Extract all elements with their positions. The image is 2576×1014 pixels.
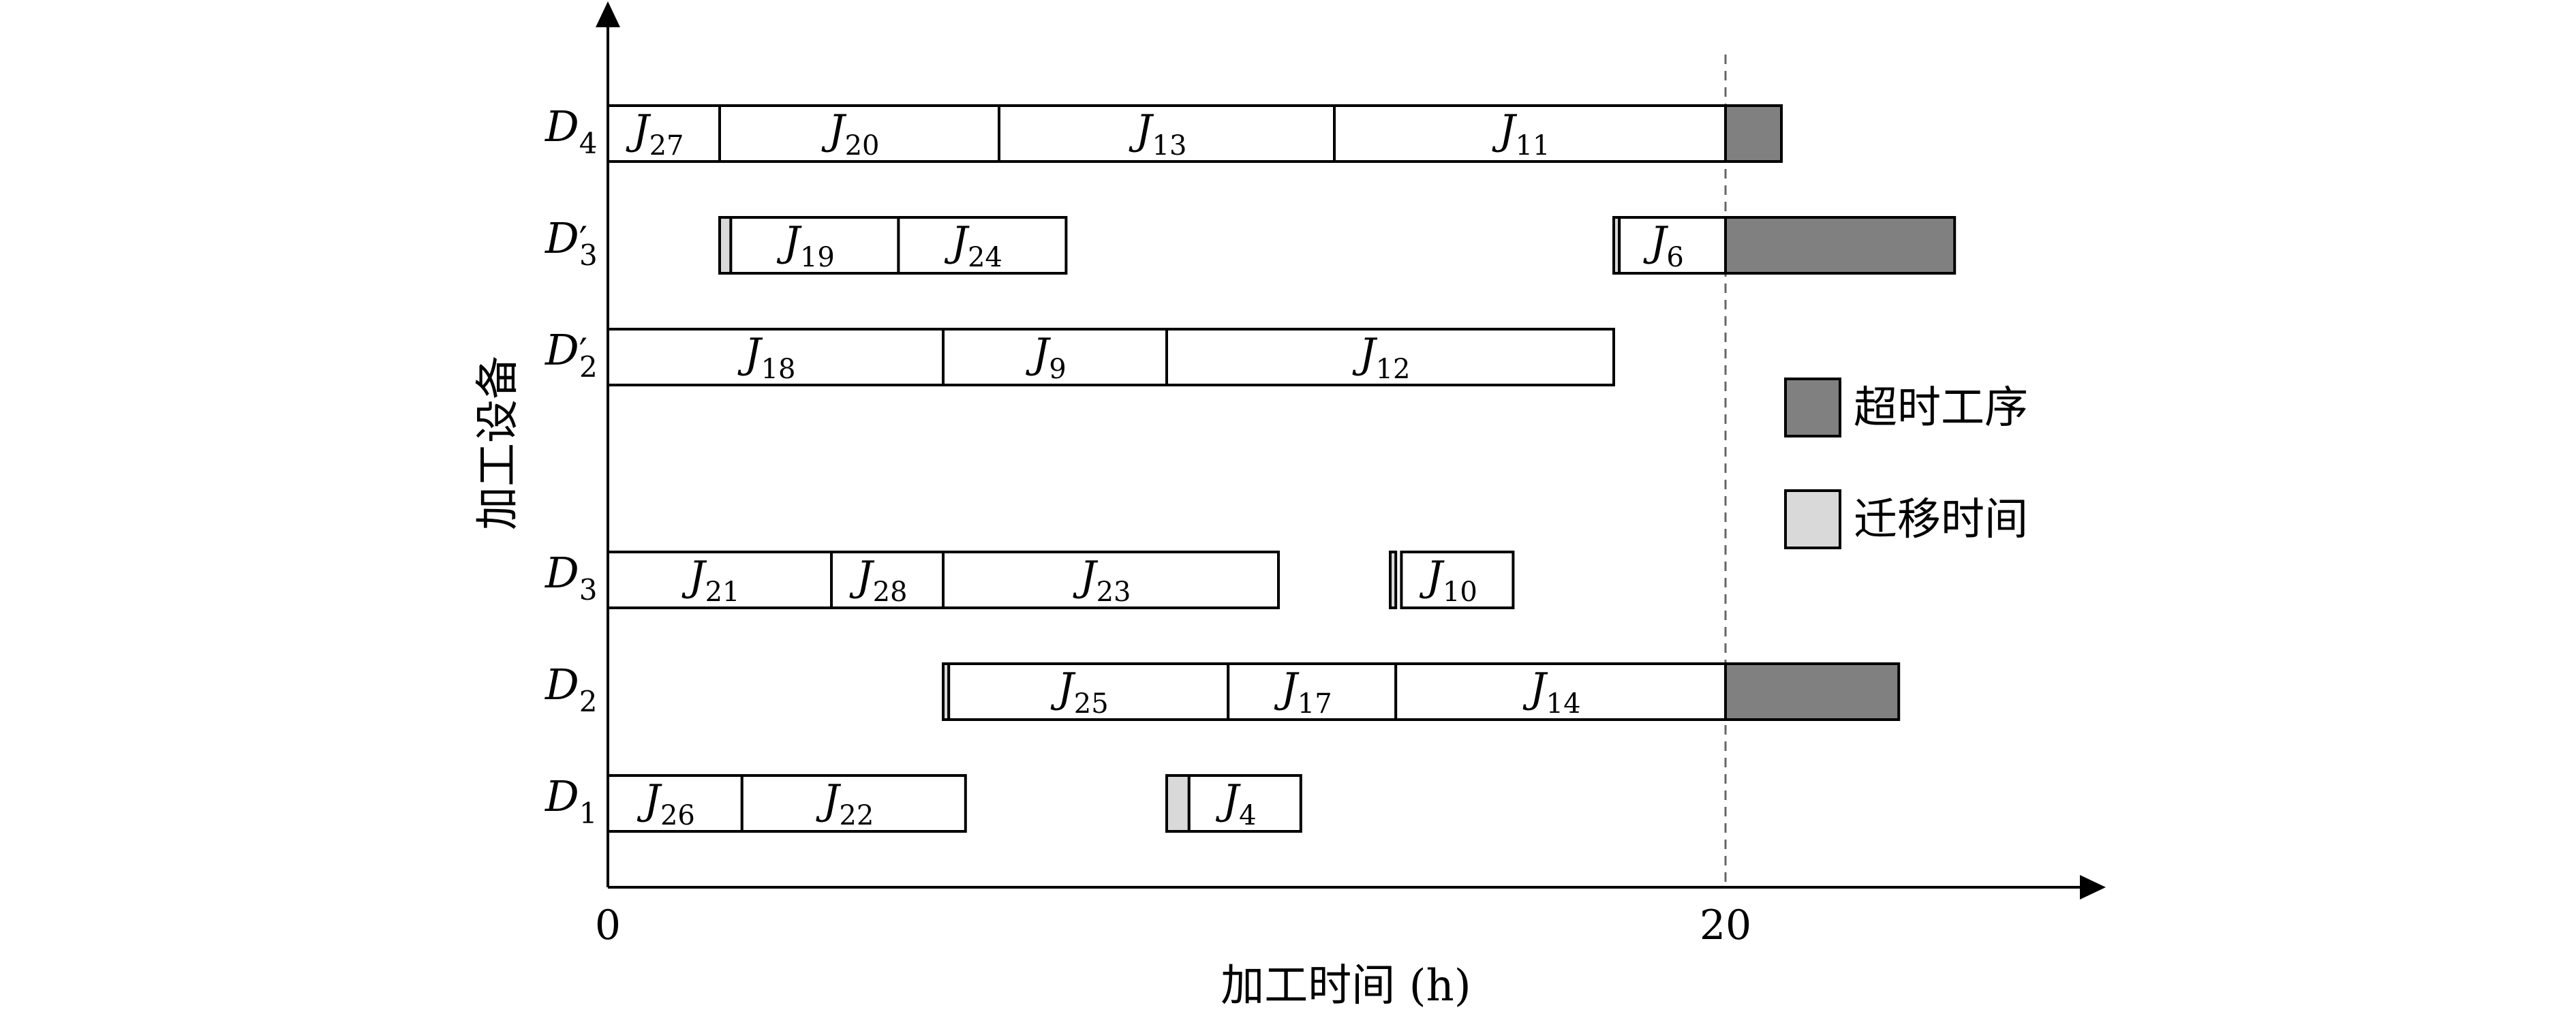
migration-bar	[1389, 551, 1398, 609]
migration-bar	[718, 216, 733, 275]
task-bar	[1400, 551, 1515, 609]
task-bar	[607, 551, 833, 609]
y-axis-arrow	[596, 1, 620, 27]
x-tick-label: 20	[1700, 902, 1751, 949]
task-bar	[740, 774, 967, 833]
row-label: D4	[545, 102, 597, 160]
y-axis-title: 加工设备	[473, 356, 523, 530]
task-bar	[1165, 328, 1615, 386]
x-tick-label: 0	[595, 902, 621, 949]
legend-swatch-overtime	[1784, 378, 1841, 437]
x-tick-labels: 0 20	[595, 902, 1751, 949]
legend-swatch-migration	[1784, 489, 1841, 549]
overtime-bar	[1724, 216, 1957, 275]
task-bar	[897, 216, 1068, 275]
task-bar	[942, 328, 1168, 386]
legend-label-migration: 迁移时间	[1854, 495, 2028, 545]
row-label: D′3	[545, 213, 598, 272]
task-bar	[1394, 662, 1727, 721]
migration-bar	[1165, 774, 1191, 833]
row-label: D1	[545, 771, 597, 830]
task-bar	[1227, 662, 1398, 721]
legend: 超时工序 迁移时间	[1784, 378, 2028, 549]
x-axis-title: 加工时间 (h)	[1221, 961, 1471, 1011]
task-bar	[1618, 216, 1727, 275]
overtime-bar	[1724, 662, 1901, 721]
row-label: D3	[545, 548, 597, 606]
row-label: D2	[545, 660, 597, 718]
task-bar	[1333, 104, 1727, 163]
x-axis-arrow	[2080, 875, 2106, 900]
overtime-bar	[1724, 104, 1783, 163]
task-bar	[607, 328, 945, 386]
task-bar	[729, 216, 900, 275]
task-bar	[1187, 774, 1302, 833]
legend-label-overtime: 超时工序	[1854, 383, 2028, 433]
task-bar	[942, 551, 1280, 609]
row-label: D′2	[545, 325, 598, 384]
